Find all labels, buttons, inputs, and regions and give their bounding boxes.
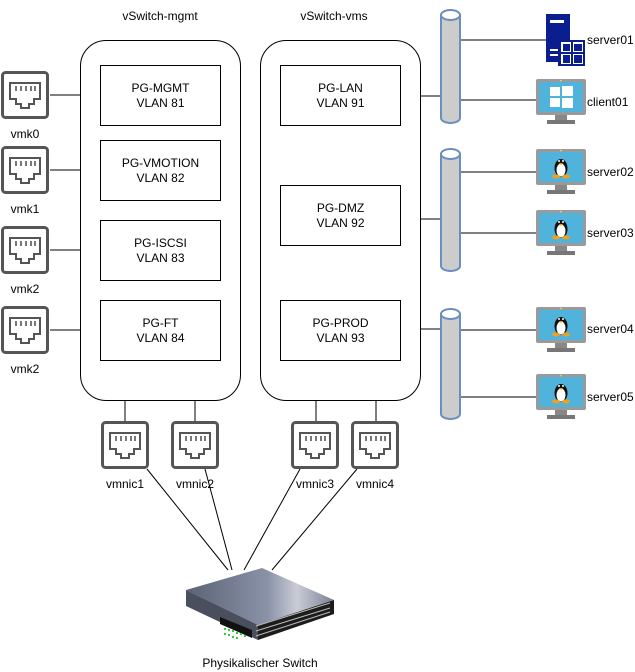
ethernet-port-icon[interactable] — [291, 421, 339, 469]
ethernet-port-icon[interactable] — [1, 306, 49, 354]
linux-monitor-icon — [536, 374, 586, 419]
vmk-label: vmk0 — [10, 127, 40, 141]
host-label-client01: client01 — [587, 95, 629, 109]
ethernet-port-icon[interactable] — [1, 226, 49, 274]
portgroup-vlan: VLAN 81 — [136, 95, 185, 110]
portgroup-pg-vmotion[interactable]: PG-VMOTION VLAN 82 — [100, 140, 221, 201]
portgroup-pg-ft[interactable]: PG-FT VLAN 84 — [100, 300, 221, 361]
uplink-vmnic2 — [204, 468, 233, 571]
host-label-server02: server02 — [587, 165, 634, 179]
linux-monitor-icon — [536, 210, 586, 255]
host-label-server01: server01 — [587, 33, 634, 47]
ethernet-port-icon[interactable] — [101, 421, 149, 469]
host-label-server05: server05 — [587, 390, 634, 404]
bus-dmz — [440, 148, 461, 272]
portgroup-pg-prod[interactable]: PG-PROD VLAN 93 — [280, 300, 401, 361]
portgroup-pg-iscsi[interactable]: PG-ISCSI VLAN 83 — [100, 220, 221, 281]
ethernet-port-icon[interactable] — [1, 146, 49, 194]
portgroup-vlan: VLAN 83 — [136, 250, 185, 265]
portgroup-name: PG-VMOTION — [121, 155, 200, 170]
vmnic-label: vmnic3 — [295, 477, 335, 491]
windows-server-icon — [546, 14, 585, 66]
portgroup-name: PG-MGMT — [131, 80, 190, 95]
linux-monitor-icon — [536, 149, 586, 194]
portgroup-pg-lan[interactable]: PG-LAN VLAN 91 — [280, 65, 401, 126]
portgroup-vlan: VLAN 92 — [316, 215, 365, 230]
portgroup-name: PG-FT — [142, 315, 179, 330]
ethernet-port-icon[interactable] — [351, 421, 399, 469]
bus-lan — [440, 9, 461, 124]
uplink-vmnic1 — [146, 468, 229, 571]
portgroup-vlan: VLAN 82 — [136, 170, 185, 185]
portgroup-pg-dmz[interactable]: PG-DMZ VLAN 92 — [280, 185, 401, 246]
bus-prod — [440, 308, 461, 420]
portgroup-pg-mgmt[interactable]: PG-MGMT VLAN 81 — [100, 65, 221, 126]
host-label-server03: server03 — [587, 226, 634, 240]
vmnic-label: vmnic4 — [355, 477, 395, 491]
uplink-vmnic4 — [271, 468, 358, 571]
portgroup-name: PG-DMZ — [316, 200, 365, 215]
ethernet-port-icon[interactable] — [1, 71, 49, 119]
vmk-label: vmk1 — [10, 202, 40, 216]
portgroup-vlan: VLAN 84 — [136, 330, 185, 345]
portgroup-name: PG-ISCSI — [134, 235, 187, 250]
physical-switch-label: Physikalischer Switch — [202, 656, 318, 670]
vmnic-label: vmnic2 — [175, 477, 215, 491]
vswitch-vms-title: vSwitch-vms — [300, 9, 368, 23]
portgroup-name: PG-PROD — [312, 315, 369, 330]
portgroup-vlan: VLAN 91 — [316, 95, 365, 110]
vmnic-label: vmnic1 — [105, 477, 145, 491]
physical-switch-icon — [186, 568, 334, 640]
host-label-server04: server04 — [587, 322, 634, 336]
vmk-label: vmk2 — [10, 362, 40, 376]
ethernet-port-icon[interactable] — [171, 421, 219, 469]
portgroup-vlan: VLAN 93 — [316, 330, 365, 345]
vswitch-mgmt-title: vSwitch-mgmt — [122, 9, 198, 23]
portgroup-name: PG-LAN — [318, 80, 363, 95]
uplink-vmnic3 — [243, 468, 301, 571]
linux-monitor-icon — [536, 307, 586, 352]
windows-client-icon — [536, 79, 586, 124]
vmk-label: vmk2 — [10, 282, 40, 296]
